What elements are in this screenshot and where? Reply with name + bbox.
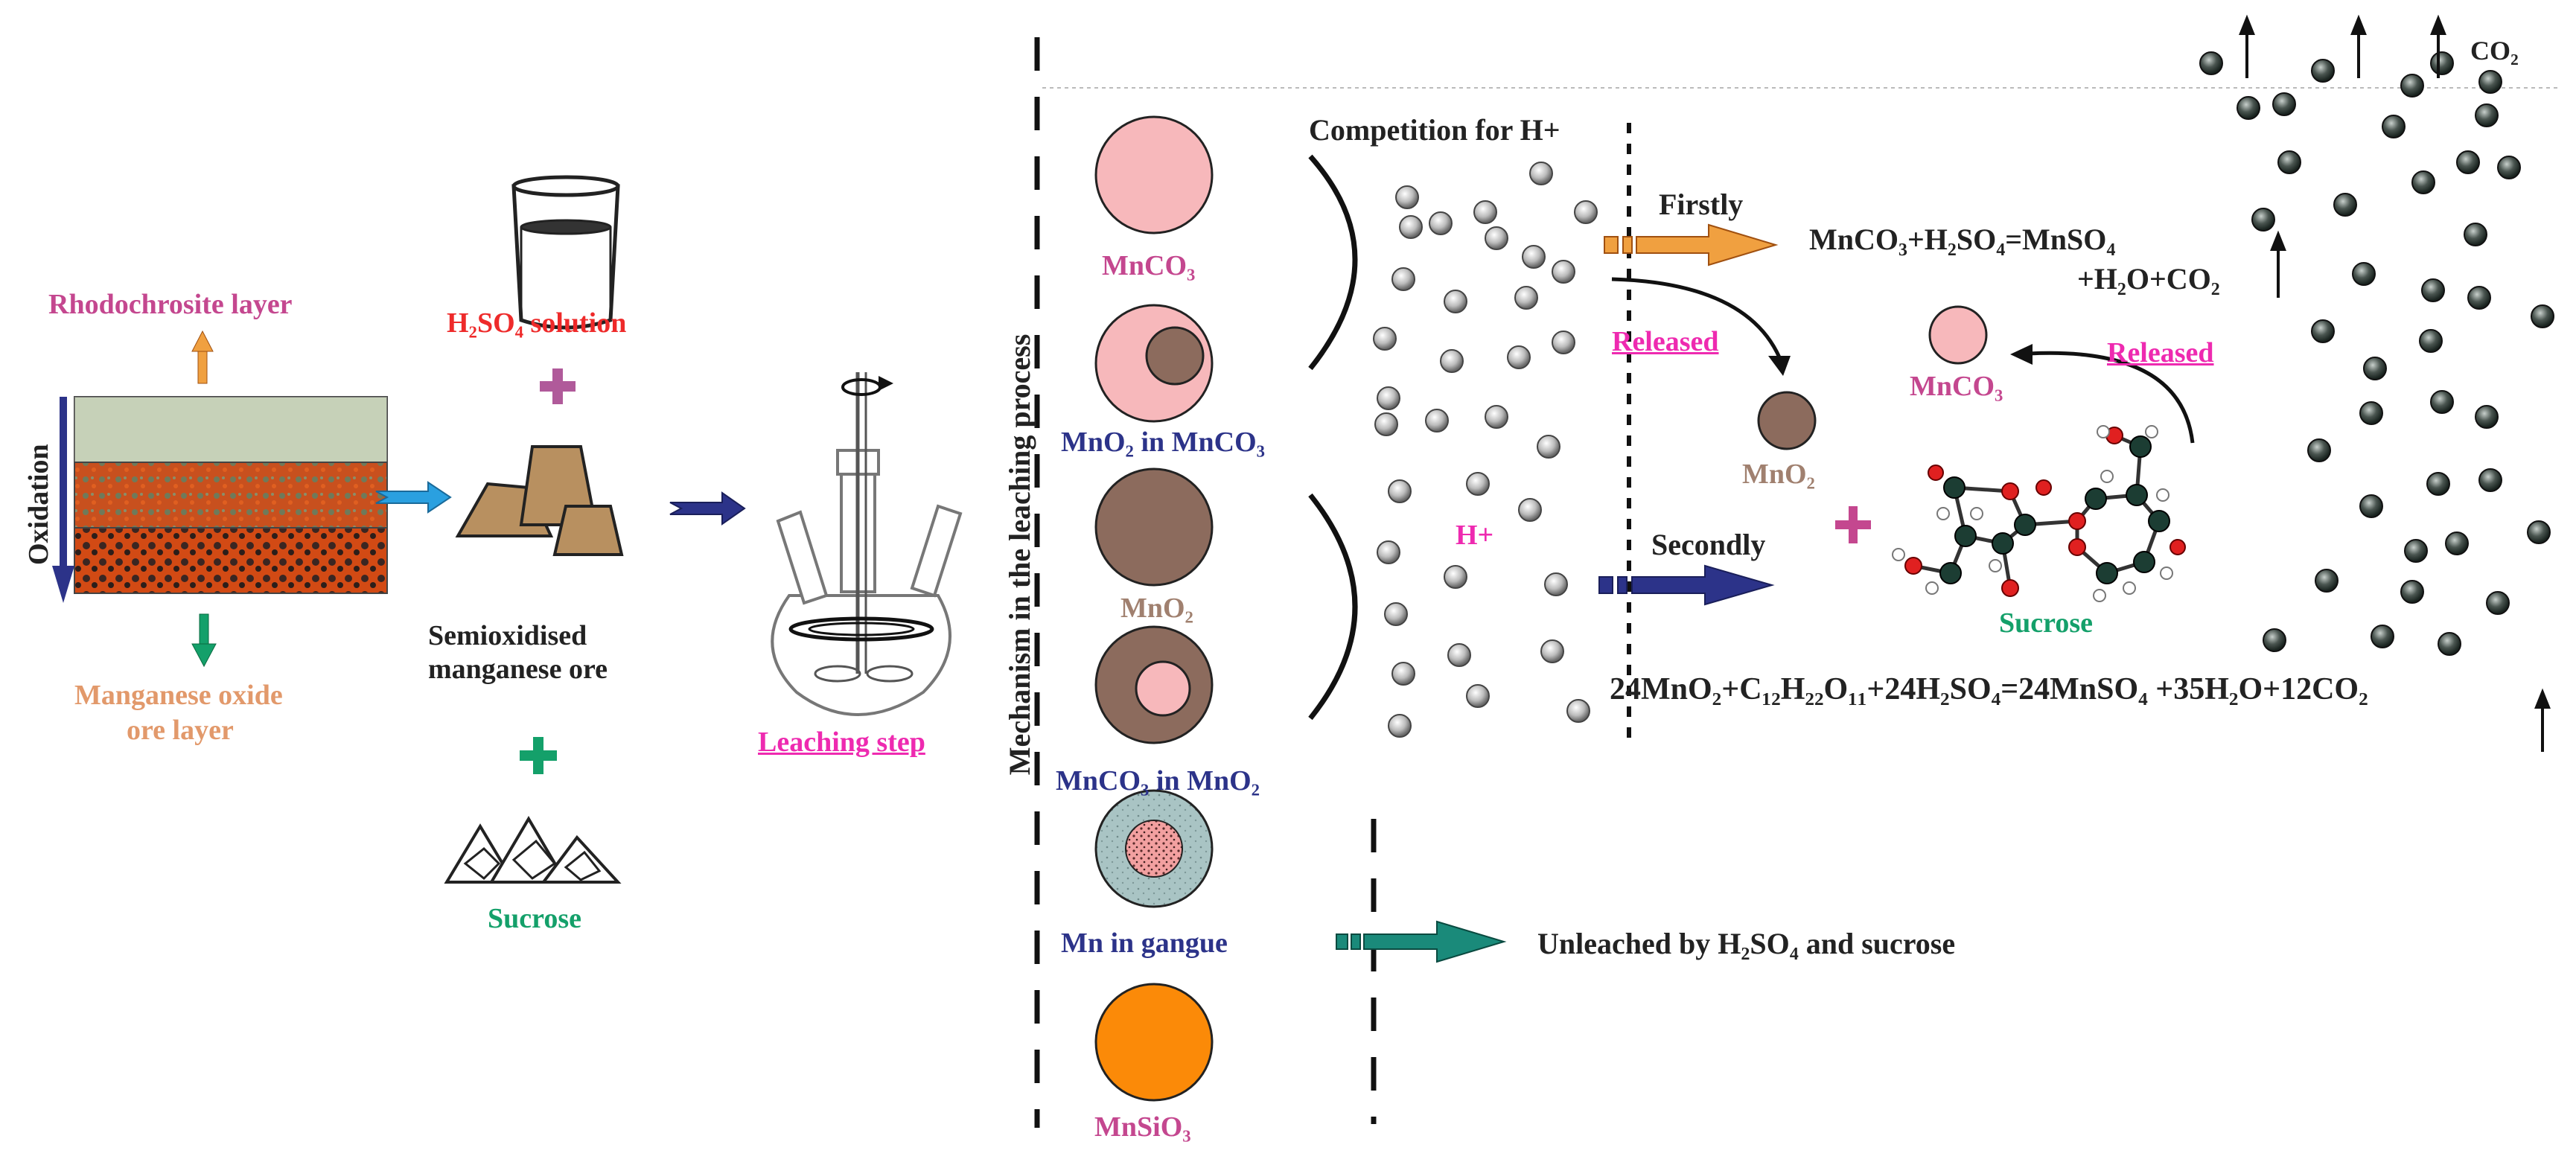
oxidation-arrow xyxy=(52,397,74,603)
firstly-arrow xyxy=(1604,223,1779,266)
beaker-icon xyxy=(511,175,620,330)
released-label-2: Released xyxy=(2107,337,2214,368)
manganese-oxide-label-1: Manganese oxide xyxy=(74,680,283,711)
released-mnco3-label: MnCO₃ xyxy=(1910,371,2003,402)
released-mno2-circle xyxy=(1757,391,1817,450)
mnco3-label: MnCO₃ xyxy=(1102,250,1196,281)
up-arrow-orange xyxy=(191,330,214,384)
ore-pieces-icon xyxy=(455,445,624,556)
ore-layers-block xyxy=(74,396,388,594)
released-mno2-label: MnO₂ xyxy=(1742,459,1815,490)
sucrose-label-left: Sucrose xyxy=(488,903,581,934)
mno2-in-mnco3-label: MnO₂ in MnCO₃ xyxy=(1061,427,1266,458)
sucrose-crystals-icon xyxy=(444,816,622,884)
semioxidised-label-2: manganese ore xyxy=(428,654,608,685)
co2-label: CO₂ xyxy=(2470,36,2519,66)
mno2-circle xyxy=(1094,467,1214,587)
released-label-1: Released xyxy=(1612,326,1719,357)
plus-icon-green xyxy=(520,737,557,774)
gas-up-arrows xyxy=(2239,14,2551,752)
bracket-bottom xyxy=(1308,493,1358,721)
release-arrowhead-mnco3 xyxy=(2010,344,2033,365)
mno2-in-mnco3-circle xyxy=(1094,304,1214,423)
competition-label: Competition for H+ xyxy=(1309,113,1560,147)
leaching-step-label: Leaching step xyxy=(758,727,925,758)
unleached-label: Unleached by H₂SO₄ and sucrose xyxy=(1537,927,1956,960)
release-arrow-mnco3 xyxy=(2028,351,2195,444)
release-arrow-mno2 xyxy=(1611,277,1782,359)
h-plus-label: H+ xyxy=(1456,520,1494,551)
arrow-to-ore xyxy=(375,481,452,514)
mnco3-in-mno2-label: MnCO₃ in MnO₂ xyxy=(1056,765,1260,797)
mn-in-gangue-label: Mn in gangue xyxy=(1061,928,1228,959)
arrow-to-flask xyxy=(669,491,746,526)
mnsio3-circle xyxy=(1094,983,1214,1102)
bracket-top xyxy=(1308,154,1358,371)
firstly-label: Firstly xyxy=(1659,188,1744,221)
unleached-arrow xyxy=(1336,920,1507,963)
mnco3-circle xyxy=(1094,115,1214,234)
rhodochrosite-layer-label: Rhodochrosite layer xyxy=(48,289,293,320)
down-arrow-green xyxy=(191,613,217,668)
oxidation-label: Oxidation xyxy=(23,444,54,565)
secondly-label: Secondly xyxy=(1651,528,1766,561)
release-arrowhead-mno2 xyxy=(1768,356,1791,376)
plus-icon-reaction xyxy=(1835,506,1871,543)
mechanism-vertical-title: Mechanism in the leaching process xyxy=(1003,333,1036,776)
sucrose-molecule-icon xyxy=(1892,425,2186,602)
equation-1-line-2: +H₂O+CO₂ xyxy=(2077,262,2220,296)
semioxidised-label-1: Semioxidised xyxy=(428,620,587,651)
h2so4-solution-label: H₂SO₄ solution xyxy=(447,307,627,339)
mnsio3-label: MnSiO₃ xyxy=(1094,1111,1191,1143)
h-plus-particles xyxy=(1373,162,1598,738)
secondly-arrow xyxy=(1598,564,1775,606)
mnco3-in-mno2-circle xyxy=(1094,625,1214,744)
equation-1-line-1: MnCO₃+H₂SO₄=MnSO₄ xyxy=(1809,223,2116,256)
sucrose-molecule-label: Sucrose xyxy=(1999,607,2093,639)
manganese-oxide-label-2: ore layer xyxy=(127,715,234,746)
released-mnco3-circle xyxy=(1928,305,1988,365)
mno2-label: MnO₂ xyxy=(1120,593,1193,624)
equation-2: 24MnO₂+C₁₂H₂₂O₁₁+24H₂SO₄=24MnSO₄ +35H₂O+… xyxy=(1610,672,2368,706)
plus-icon-magenta xyxy=(540,368,576,404)
mn-in-gangue-circle xyxy=(1094,789,1214,908)
co2-particles xyxy=(2199,51,2554,656)
three-neck-flask-icon xyxy=(771,372,963,716)
